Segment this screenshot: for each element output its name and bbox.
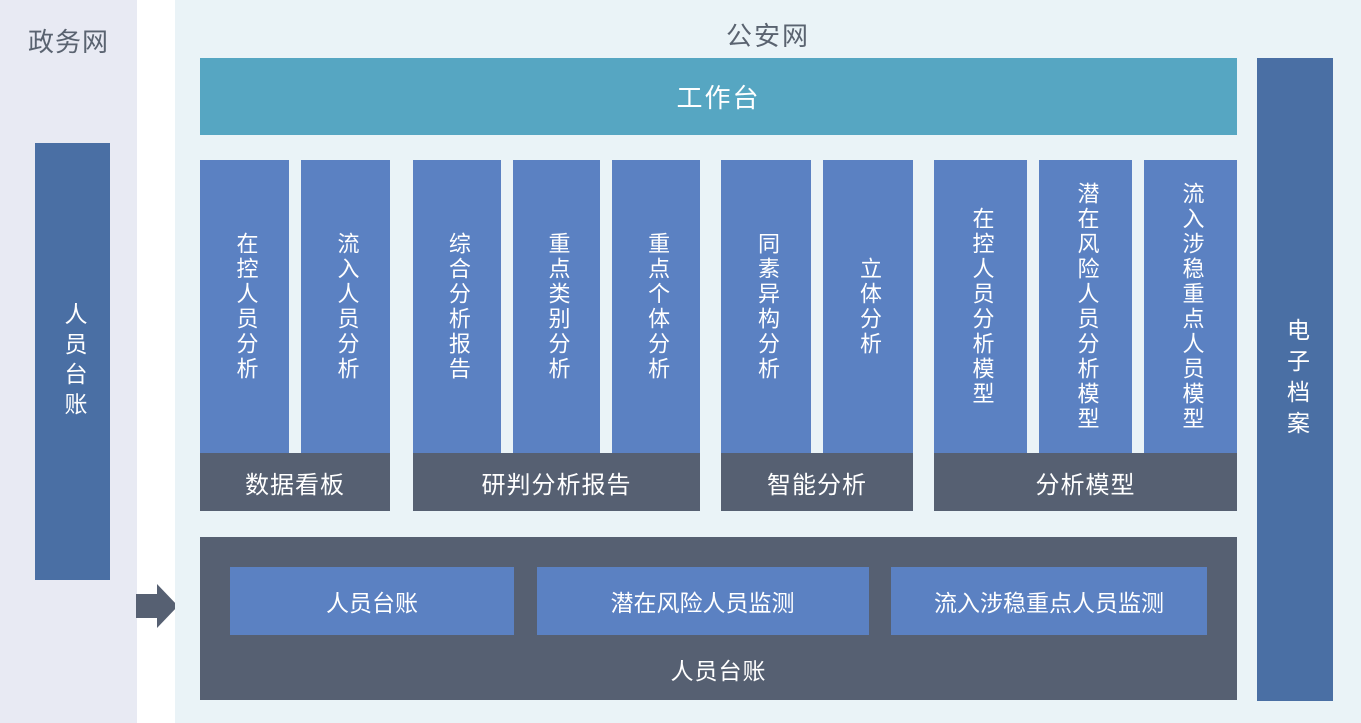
inflow-key-person-monitoring-button: 流入涉稳重点人员监测 — [891, 567, 1207, 635]
group-label: 研判分析报告 — [413, 453, 700, 511]
group-data-dashboard: 在控人员分析 流入人员分析 数据看板 — [200, 160, 390, 511]
group-label: 数据看板 — [200, 453, 390, 511]
module-bar-label: 综合分析报告 — [444, 231, 470, 382]
module-bar: 流入涉稳重点人员模型 — [1144, 160, 1237, 453]
group-intelligent-analysis: 同素异构分析 立体分析 智能分析 — [721, 160, 913, 511]
electronic-archives-bar: 电子档案 — [1257, 58, 1333, 701]
group-bars: 同素异构分析 立体分析 — [721, 160, 913, 453]
bottom-panel-label: 人员台账 — [670, 659, 767, 685]
ledger-button-row: 人员台账 潜在风险人员监测 流入涉稳重点人员监测 — [230, 567, 1207, 635]
left-personnel-ledger-bar: 人员台账 — [35, 143, 110, 580]
module-bar: 重点个体分析 — [612, 160, 701, 453]
group-label: 分析模型 — [934, 453, 1237, 511]
group-analysis-models: 在控人员分析模型 潜在风险人员分析模型 流入涉稳重点人员模型 分析模型 — [934, 160, 1237, 511]
module-bar-label: 流入涉稳重点人员模型 — [1178, 181, 1204, 432]
module-bar: 在控人员分析模型 — [934, 160, 1027, 453]
module-bar-label: 重点类别分析 — [544, 231, 570, 382]
arrow-head — [157, 584, 178, 628]
module-bar: 同素异构分析 — [721, 160, 811, 453]
module-bar: 综合分析报告 — [413, 160, 501, 453]
group-bars: 在控人员分析 流入人员分析 — [200, 160, 390, 453]
module-groups-row: 在控人员分析 流入人员分析 数据看板 综合分析报告 重点类别分析 — [200, 160, 1237, 511]
public-security-network-panel: 公安网 工作台 在控人员分析 流入人员分析 数据看板 综合分析报告 — [175, 0, 1361, 723]
module-bar-label: 立体分析 — [856, 256, 881, 357]
group-analysis-report: 综合分析报告 重点类别分析 重点个体分析 研判分析报告 — [413, 160, 701, 511]
module-bar: 立体分析 — [823, 160, 913, 453]
module-bar-label: 在控人员分析 — [232, 231, 258, 382]
workbench-bar: 工作台 — [200, 58, 1237, 135]
module-bar-label: 同素异构分析 — [754, 231, 779, 382]
module-bar-label: 流入人员分析 — [333, 231, 359, 382]
right-arrow-icon — [136, 584, 178, 628]
module-bar: 潜在风险人员分析模型 — [1039, 160, 1132, 453]
group-bars: 综合分析报告 重点类别分析 重点个体分析 — [413, 160, 701, 453]
arrow-shaft — [136, 594, 157, 618]
module-bar-label: 潜在风险人员分析模型 — [1073, 181, 1099, 432]
potential-risk-monitoring-button: 潜在风险人员监测 — [536, 567, 869, 635]
personnel-ledger-panel: 人员台账 潜在风险人员监测 流入涉稳重点人员监测 人员台账 — [200, 537, 1237, 700]
main-panel-title: 公安网 — [725, 22, 810, 52]
left-bar-label: 人员台账 — [60, 301, 86, 422]
module-bar: 在控人员分析 — [200, 160, 289, 453]
government-network-panel: 政务网 人员台账 — [0, 0, 137, 723]
module-bar: 流入人员分析 — [301, 160, 390, 453]
personnel-ledger-button: 人员台账 — [230, 567, 514, 635]
module-bar-label: 在控人员分析模型 — [968, 206, 994, 407]
left-panel-title: 政务网 — [27, 28, 109, 58]
right-bar-label: 电子档案 — [1282, 317, 1309, 442]
group-label: 智能分析 — [721, 453, 913, 511]
group-bars: 在控人员分析模型 潜在风险人员分析模型 流入涉稳重点人员模型 — [934, 160, 1237, 453]
module-bar: 重点类别分析 — [512, 160, 601, 453]
module-bar-label: 重点个体分析 — [644, 231, 670, 382]
